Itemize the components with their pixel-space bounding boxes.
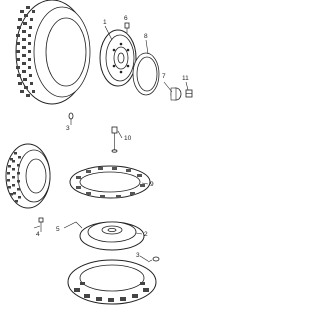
spare-tire-holder[interactable]: [69, 165, 151, 199]
callout-5: 5: [56, 226, 60, 233]
wheel-weight-upper[interactable]: [68, 112, 74, 125]
hold-down-bolt[interactable]: [111, 126, 118, 153]
callout-3: 3: [66, 125, 70, 132]
callout-10: 10: [124, 135, 132, 142]
lug-nut[interactable]: [185, 89, 193, 98]
callout-4: 4: [36, 231, 40, 238]
bolt-4[interactable]: [38, 217, 44, 232]
callout-7: 7: [162, 73, 166, 80]
parts-diagram: 1 6 8 7 11 3 10 9 4 5 2 3: [5, 0, 193, 305]
hub-cap[interactable]: [170, 87, 182, 101]
callout-2: 2: [144, 231, 148, 238]
callout-9: 9: [150, 181, 154, 188]
leader-lines: [33, 25, 189, 262]
trim-ring[interactable]: [132, 52, 160, 96]
callout-3-lower: 3: [136, 252, 140, 259]
spare-tire-side[interactable]: [5, 143, 51, 209]
upper-tire[interactable]: [15, 0, 91, 105]
callout-11: 11: [182, 75, 189, 82]
spare-wheel[interactable]: [79, 221, 145, 251]
callout-1: 1: [103, 19, 107, 26]
callout-6: 6: [124, 15, 128, 22]
valve-stem-upper[interactable]: [124, 22, 130, 33]
valve-stem-lower[interactable]: [147, 256, 160, 263]
wheel-disc[interactable]: [99, 29, 137, 87]
spare-tire-bottom[interactable]: [67, 259, 157, 305]
callout-5-bracket: [63, 221, 83, 229]
callout-8: 8: [144, 33, 148, 40]
